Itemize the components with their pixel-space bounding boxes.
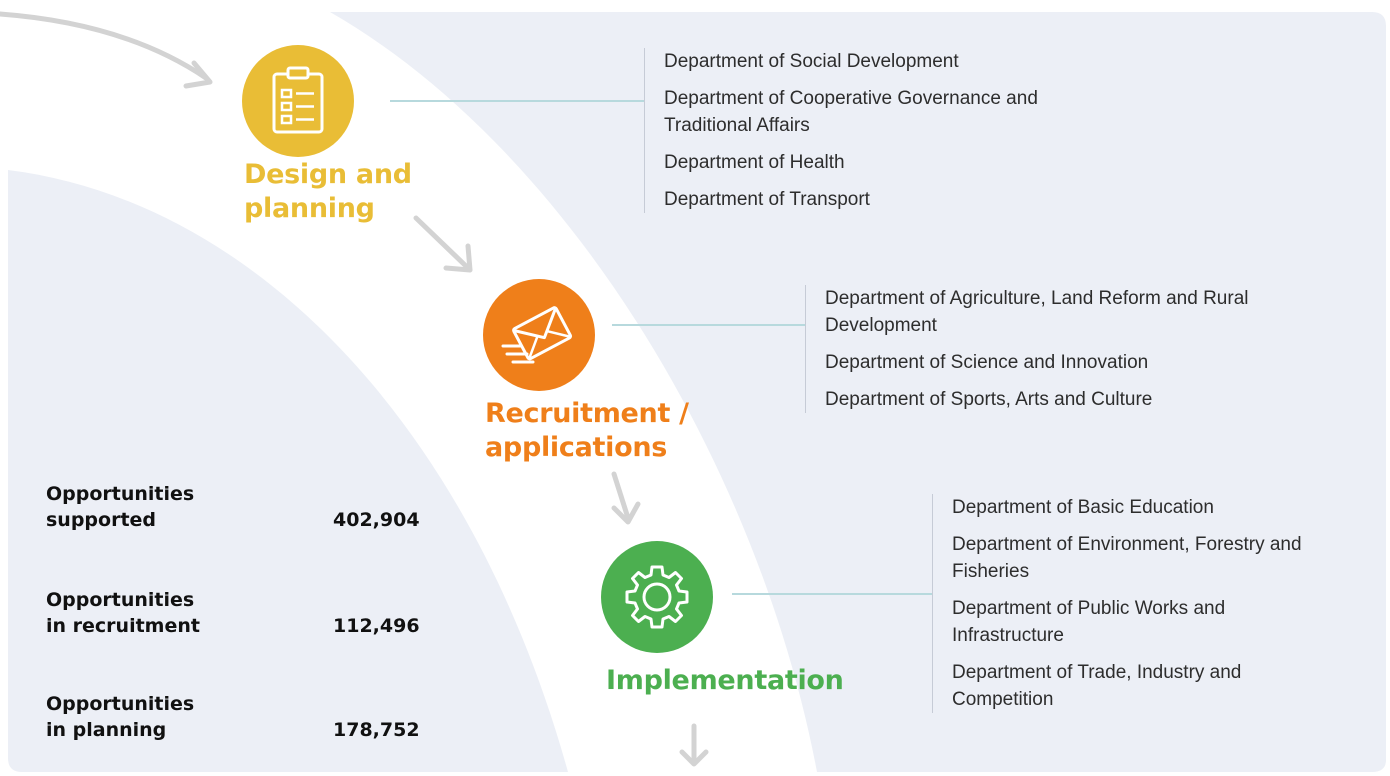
department-item: Department of Science and Innovation <box>825 352 1149 373</box>
flow-arrow-entry <box>0 11 213 89</box>
gear-icon <box>625 565 689 629</box>
metric-recruitment-label: Opportunities in recruitment <box>46 589 200 637</box>
stage-implementation-label: Implementation <box>606 665 844 696</box>
department-item: Department of Transport <box>664 189 870 210</box>
department-item: Department of Cooperative Governance and… <box>664 88 1038 136</box>
flow-arrow-exit <box>679 723 709 767</box>
stage-design-label: Design and planning <box>244 159 412 224</box>
metric-supported-value: 402,904 <box>333 509 420 531</box>
flow-arrow-design-to-recruitment <box>413 215 473 273</box>
metric-supported-label: Opportunities supported <box>46 483 195 531</box>
connector-recruitment <box>612 324 806 326</box>
department-item: Department of Health <box>664 152 845 173</box>
metric-recruitment-value: 112,496 <box>333 615 420 637</box>
department-item: Department of Social Development <box>664 51 959 72</box>
connector-design <box>390 100 644 102</box>
connector-implementation <box>732 593 932 595</box>
envelope-icon <box>501 306 573 364</box>
department-item: Department of Basic Education <box>952 497 1214 518</box>
flow-arrow-recruitment-to-implementation <box>611 471 641 525</box>
stage-design-icon <box>242 45 354 157</box>
stage-recruitment-label: Recruitment / applications <box>485 398 689 463</box>
department-list-implementation: Department of Basic Education Department… <box>932 494 1372 713</box>
department-item: Department of Public Works and Infrastru… <box>952 598 1226 646</box>
metric-planning-value: 178,752 <box>333 719 420 741</box>
stage-implementation-icon <box>601 541 713 653</box>
department-item: Department of Sports, Arts and Culture <box>825 389 1153 410</box>
department-item: Department of Agriculture, Land Reform a… <box>825 288 1249 336</box>
department-item: Department of Trade, Industry and Compet… <box>952 662 1242 710</box>
metric-planning-label: Opportunities in planning <box>46 693 195 741</box>
department-list-design: Department of Social Development Departm… <box>644 48 1134 213</box>
department-item: Department of Environment, Forestry and … <box>952 534 1302 582</box>
stage-recruitment-icon <box>483 279 595 391</box>
clipboard-checklist-icon <box>272 66 324 134</box>
department-list-recruitment: Department of Agriculture, Land Reform a… <box>805 285 1265 413</box>
